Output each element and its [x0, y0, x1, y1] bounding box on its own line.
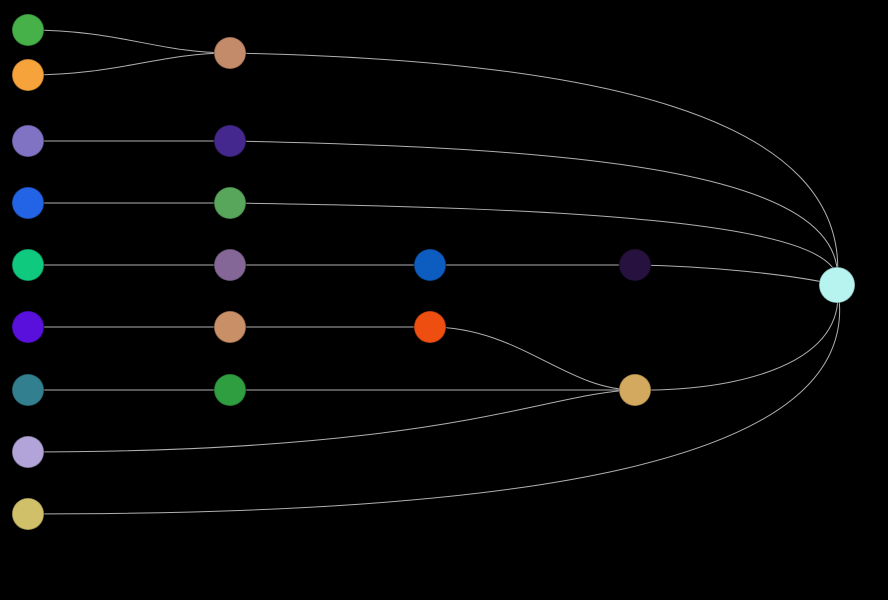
graph-node-mauve-b[interactable] [213, 248, 247, 282]
graph-node-green-a[interactable] [11, 13, 45, 47]
graph-edge-green-b-to-cyan-final [229, 202, 838, 286]
graph-edge-gold-d-to-cyan-final [634, 284, 839, 391]
graph-edge-darkviolet-d-to-cyan-final [634, 264, 838, 286]
graph-edge-darkpurple-b-to-cyan-final [229, 140, 839, 286]
graph-node-cyan-final[interactable] [818, 266, 856, 304]
graph-node-blue-a[interactable] [11, 186, 45, 220]
graph-node-emerald-a[interactable] [11, 248, 45, 282]
graph-edges-layer [27, 29, 840, 515]
graph-node-darkviolet-d[interactable] [618, 248, 652, 282]
graph-node-teal-a[interactable] [11, 373, 45, 407]
graph-edge-orange-a-to-tan-b [27, 52, 231, 76]
graph-edge-khaki-a-to-cyan-final [27, 284, 840, 515]
graph-node-green-b[interactable] [213, 186, 247, 220]
graph-node-darkpurple-b[interactable] [213, 124, 247, 158]
graph-edge-orangered-c-to-gold-d [429, 326, 636, 391]
graph-node-tan2-b[interactable] [213, 310, 247, 344]
graph-node-tan-b[interactable] [213, 36, 247, 70]
graph-node-violet-a[interactable] [11, 310, 45, 344]
graph-nodes-layer [11, 13, 856, 531]
graph-edge-tan-b-to-cyan-final [229, 52, 839, 286]
graph-node-orange-a[interactable] [11, 58, 45, 92]
graph-node-blue-c[interactable] [413, 248, 447, 282]
graph-node-lavender-a[interactable] [11, 435, 45, 469]
graph-node-orangered-c[interactable] [413, 310, 447, 344]
graph-node-gold-d[interactable] [618, 373, 652, 407]
graph-edge-green-a-to-tan-b [27, 29, 231, 54]
graph-node-green2-b[interactable] [213, 373, 247, 407]
graph-node-khaki-a[interactable] [11, 497, 45, 531]
graph-node-purple-a[interactable] [11, 124, 45, 158]
graph-edge-lavender-a-to-gold-d [27, 389, 636, 453]
